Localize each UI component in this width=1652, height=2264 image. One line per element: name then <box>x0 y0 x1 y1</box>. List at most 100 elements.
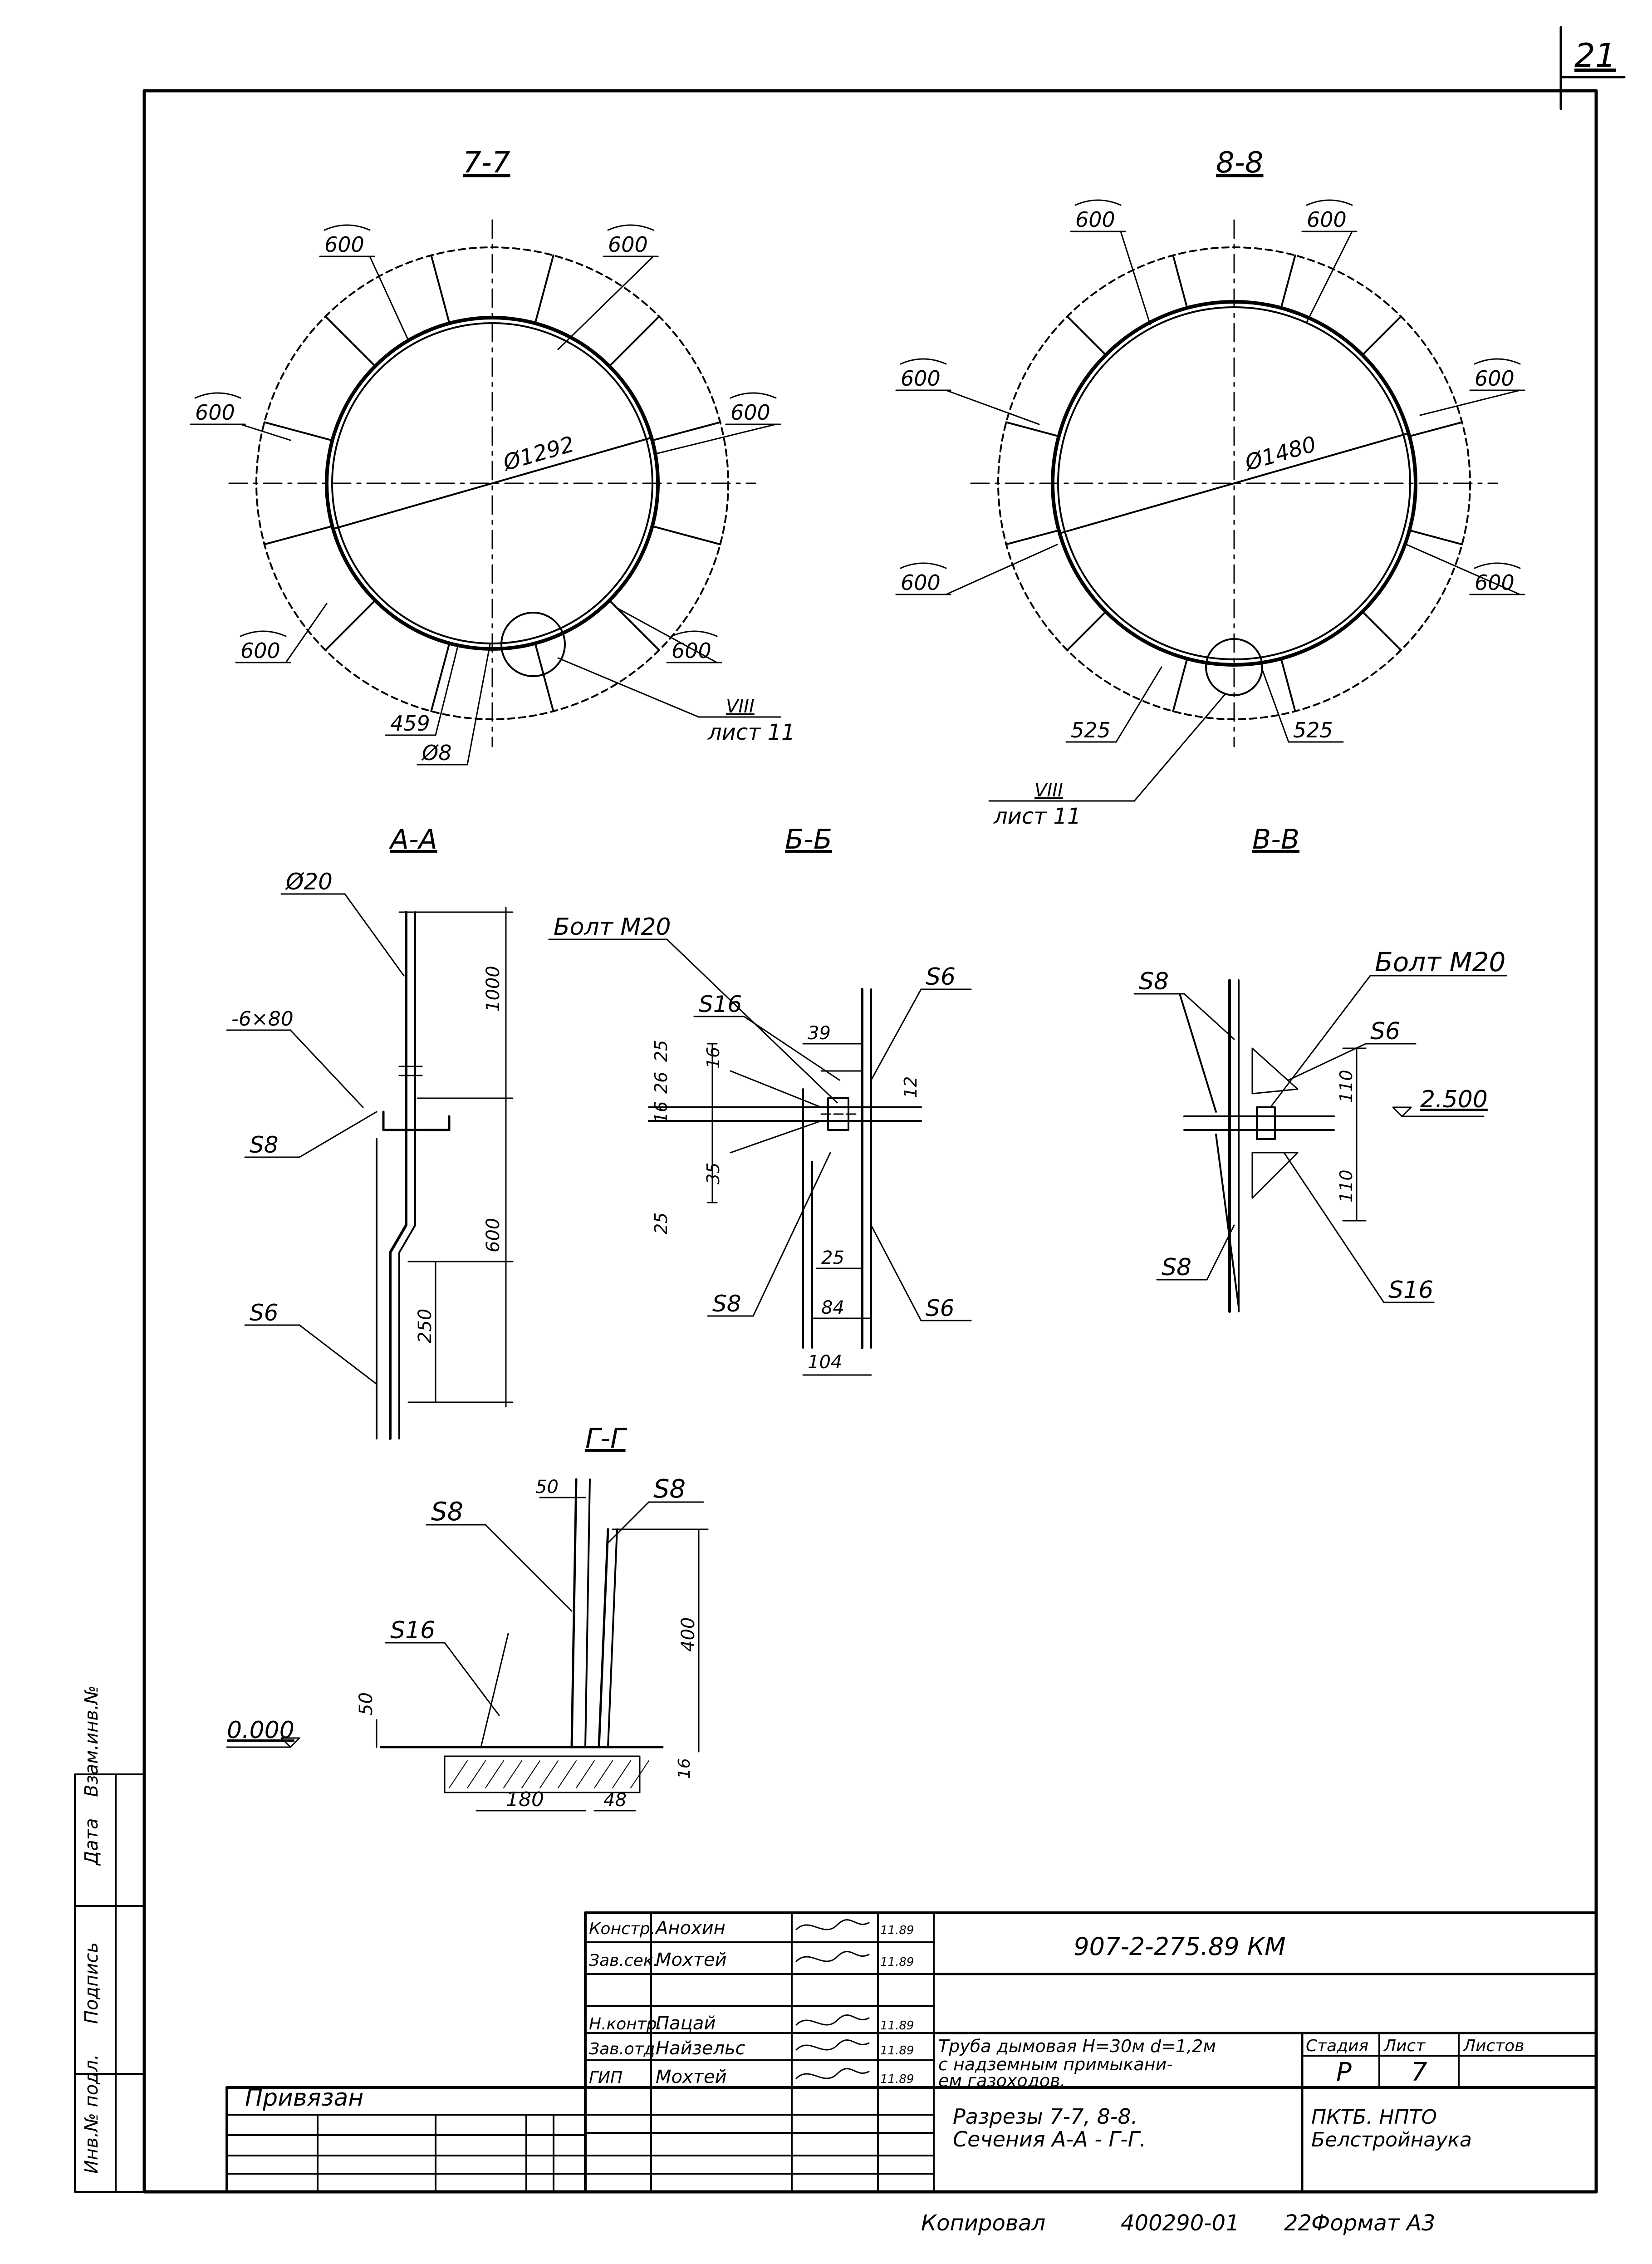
plate-s8 <box>598 1528 609 1748</box>
rib-line <box>1066 315 1107 356</box>
arc-length-label: 600 <box>1475 366 1515 391</box>
section-title-a-a: А-А <box>388 824 437 855</box>
arc-mark <box>730 392 777 399</box>
signature-role: Зав.отд. <box>589 2040 660 2058</box>
rib-line <box>263 421 333 442</box>
detail-ref-sheet: лист 11 <box>993 804 1081 829</box>
drawing-line <box>299 1111 377 1158</box>
rib-line <box>430 642 451 712</box>
label-s8: S8 <box>653 1474 686 1504</box>
dimension-label: 459 <box>390 711 430 736</box>
format-number: 22 <box>1284 2210 1312 2236</box>
drawing-line <box>557 657 700 718</box>
rib-line <box>534 254 554 324</box>
drawing-line <box>870 988 922 1081</box>
dimension-label: 25 <box>651 1040 671 1062</box>
copy-code: 400290-01 <box>1121 2210 1240 2236</box>
hatch-line <box>521 1760 540 1788</box>
label-bolt: Болт М20 <box>554 913 671 941</box>
label-bolt: Болт М20 <box>1375 947 1505 977</box>
leader-line <box>616 607 718 663</box>
document-code: 907-2-275.89 КМ <box>1074 1932 1285 1961</box>
signature-date: 11.89 <box>880 2044 914 2058</box>
drawing-line <box>752 1152 831 1317</box>
leader-line <box>1406 544 1521 595</box>
arc-length-label: 600 <box>608 232 648 257</box>
rib-line <box>1005 529 1060 545</box>
rib-line <box>1408 529 1463 545</box>
label-s8: S8 <box>431 1497 463 1527</box>
drawing-line <box>485 1524 573 1612</box>
signature-scribble <box>795 2014 870 2026</box>
signature-name: Пацай <box>656 2013 716 2034</box>
rib-line <box>324 599 376 651</box>
leader-line <box>1120 231 1151 325</box>
leader-line <box>240 423 291 441</box>
leader-line <box>1419 389 1521 416</box>
pipe-wall-aa <box>398 911 416 1439</box>
arc-length-label: 600 <box>240 638 280 663</box>
dimension-label: 26 <box>651 1072 671 1094</box>
rib-line <box>1172 254 1188 309</box>
signature-date: 11.89 <box>880 2072 914 2086</box>
dimension-label: 12 <box>901 1076 921 1098</box>
stage-value: Р <box>1336 2058 1352 2087</box>
hatch-line <box>503 1760 522 1788</box>
rib-line <box>1005 421 1060 437</box>
drawing-line <box>1260 666 1289 743</box>
hatch-line <box>594 1760 613 1788</box>
level-0000: 0.000 <box>227 1717 294 1744</box>
dimension-label: 525 <box>1293 718 1333 742</box>
detail-ref-mark: VIII <box>1034 780 1063 801</box>
dimension-label: 110 <box>1336 1169 1356 1203</box>
organization-line: ПКТБ. НПТО <box>1311 2106 1437 2129</box>
drawing-line <box>870 1224 922 1321</box>
label-s8: S8 <box>250 1132 279 1158</box>
rib-line <box>263 525 333 545</box>
drawing-line <box>289 1029 364 1108</box>
label-s8: S8 <box>1162 1254 1191 1281</box>
rib-s6 <box>1251 1047 1299 1095</box>
level-2500: 2.500 <box>1420 1086 1488 1113</box>
arc-mark <box>240 630 287 637</box>
drawing-line <box>584 1478 591 1748</box>
dimension-label: 400 <box>678 1617 699 1652</box>
hatch-line <box>449 1760 468 1788</box>
leader-line <box>285 603 328 663</box>
drawing-line <box>1215 1134 1240 1308</box>
dimension-label: 35 <box>703 1163 723 1184</box>
rib-s16 <box>480 1633 509 1748</box>
drawing-line <box>344 893 405 977</box>
label-s16: S16 <box>699 991 742 1017</box>
hatch-line <box>558 1760 577 1788</box>
pipe-wall-aa <box>389 911 407 1440</box>
side-stamp-label: Взам.инв.№ <box>81 1685 102 1797</box>
dimension-label: 84 <box>821 1297 844 1318</box>
arc-mark <box>900 358 947 365</box>
organization-line: Белстройнаука <box>1311 2128 1472 2151</box>
hatch-line <box>612 1760 631 1788</box>
section-title-7-7: 7-7 <box>463 146 510 180</box>
arc-mark <box>324 224 371 231</box>
label-s16: S16 <box>1388 1277 1433 1304</box>
bolt-head <box>1256 1106 1276 1140</box>
leader-line <box>557 255 654 350</box>
hatch-line <box>576 1760 595 1788</box>
detail-callout-circle <box>500 612 566 677</box>
dimension-label: 25 <box>821 1247 844 1268</box>
rib-s6 <box>1251 1152 1299 1199</box>
hatch-line <box>539 1760 559 1788</box>
rib-line <box>1361 315 1402 356</box>
dimension-label: 600 <box>483 1218 504 1252</box>
leader-line <box>1306 231 1353 323</box>
plate-s8 <box>570 1478 578 1748</box>
foundation-block <box>444 1755 641 1793</box>
arc-length-label: 600 <box>730 400 770 425</box>
detail-ref-mark: VIII <box>726 696 755 717</box>
label-s8: S8 <box>1139 968 1169 995</box>
plate-s8-slope <box>1179 993 1217 1113</box>
rib-line <box>534 642 554 712</box>
drawing-line <box>730 1070 822 1108</box>
arc-mark <box>607 224 654 231</box>
